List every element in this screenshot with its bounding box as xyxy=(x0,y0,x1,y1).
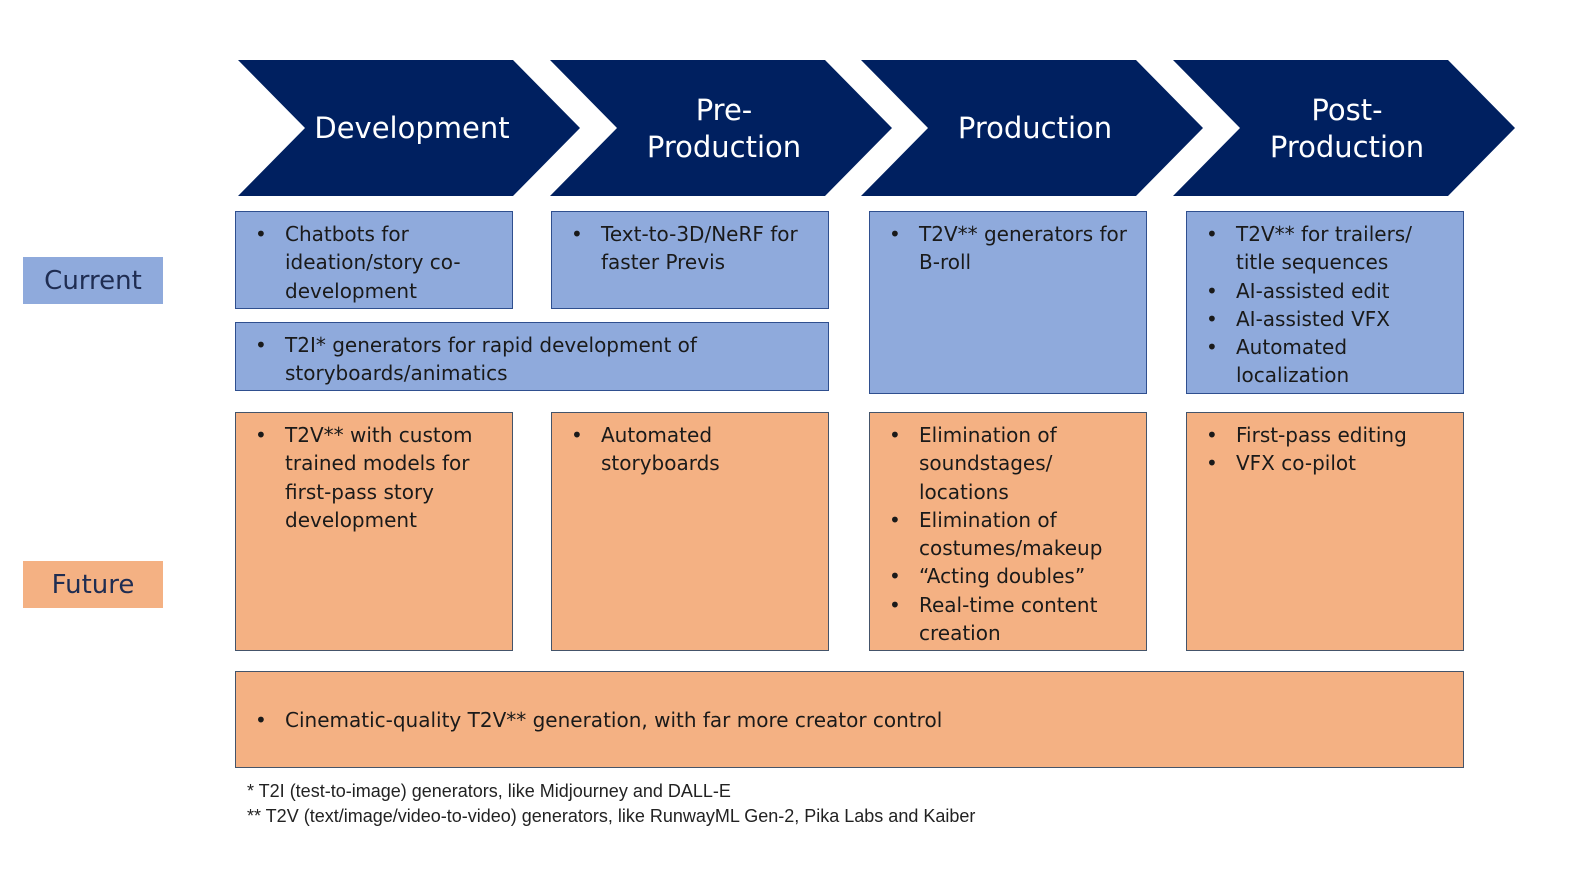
bullet-item: First-pass editing xyxy=(1197,421,1453,450)
current-production-box: T2V** generators for B-roll xyxy=(869,211,1147,394)
bullet-list: Automated storyboards xyxy=(562,421,818,478)
future-postproduction-box: First-pass editing VFX co-pilot xyxy=(1186,412,1464,651)
bullet-item: AI-assisted VFX xyxy=(1197,305,1453,334)
bullet-item: Elimination of costumes/makeup xyxy=(880,506,1136,563)
bullet-list: T2V** with custom trained models for fir… xyxy=(246,421,502,534)
future-all-stages-box: Cinematic-quality T2V** generation, with… xyxy=(235,671,1464,768)
bullet-item: AI-assisted edit xyxy=(1197,277,1453,306)
bullet-item: Automated localization xyxy=(1197,333,1453,390)
chevron-production xyxy=(861,60,1203,196)
current-shared-dev-preprod-box: T2I* generators for rapid development of… xyxy=(235,322,829,391)
bullet-item: “Acting doubles” xyxy=(880,562,1136,591)
bullet-item: Real-time content creation xyxy=(880,591,1136,648)
bullet-item: Elimination of soundstages/ locations xyxy=(880,421,1136,506)
row-label-current: Current xyxy=(23,257,163,304)
chevron-preproduction xyxy=(550,60,892,196)
footnote-t2v: ** T2V (text/image/video-to-video) gener… xyxy=(247,806,976,826)
current-development-box: Chatbots for ideation/story co-developme… xyxy=(235,211,513,309)
bullet-item: T2V** generators for B-roll xyxy=(880,220,1136,277)
bullet-item: Automated storyboards xyxy=(562,421,818,478)
future-preproduction-box: Automated storyboards xyxy=(551,412,829,651)
chevron-development xyxy=(238,60,580,196)
bullet-list: T2I* generators for rapid development of… xyxy=(246,331,818,388)
stage-label-production: Production xyxy=(957,111,1113,145)
bullet-list: Text-to-3D/NeRF for faster Previs xyxy=(562,220,818,277)
bullet-item: Chatbots for ideation/story co-developme… xyxy=(246,220,502,305)
bullet-item: T2I* generators for rapid development of… xyxy=(246,331,818,388)
row-label-future: Future xyxy=(23,561,163,608)
process-chevrons xyxy=(238,60,1515,196)
future-development-box: T2V** with custom trained models for fir… xyxy=(235,412,513,651)
bullet-list: Cinematic-quality T2V** generation, with… xyxy=(246,706,942,735)
bullet-list: T2V** for trailers/ title sequences AI-a… xyxy=(1197,220,1453,390)
current-preproduction-box: Text-to-3D/NeRF for faster Previs xyxy=(551,211,829,309)
current-postproduction-box: T2V** for trailers/ title sequences AI-a… xyxy=(1186,211,1464,394)
bullet-list: First-pass editing VFX co-pilot xyxy=(1197,421,1453,478)
stage-label-postproduction: Post- Production xyxy=(1269,92,1425,164)
bullet-list: Chatbots for ideation/story co-developme… xyxy=(246,220,502,305)
bullet-item: T2V** for trailers/ title sequences xyxy=(1197,220,1453,277)
bullet-item: VFX co-pilot xyxy=(1197,449,1453,478)
footnotes: * T2I (test-to-image) generators, like M… xyxy=(247,779,975,829)
bullet-list: T2V** generators for B-roll xyxy=(880,220,1136,277)
bullet-item: Text-to-3D/NeRF for faster Previs xyxy=(562,220,818,277)
future-production-box: Elimination of soundstages/ locations El… xyxy=(869,412,1147,651)
bullet-item: T2V** with custom trained models for fir… xyxy=(246,421,502,534)
footnote-t2i: * T2I (test-to-image) generators, like M… xyxy=(247,781,731,801)
stage-label-preproduction: Pre- Production xyxy=(646,92,802,164)
chevron-postproduction xyxy=(1173,60,1515,196)
bullet-item: Cinematic-quality T2V** generation, with… xyxy=(246,706,942,735)
stage-label-development: Development xyxy=(314,111,510,145)
bullet-list: Elimination of soundstages/ locations El… xyxy=(880,421,1136,647)
